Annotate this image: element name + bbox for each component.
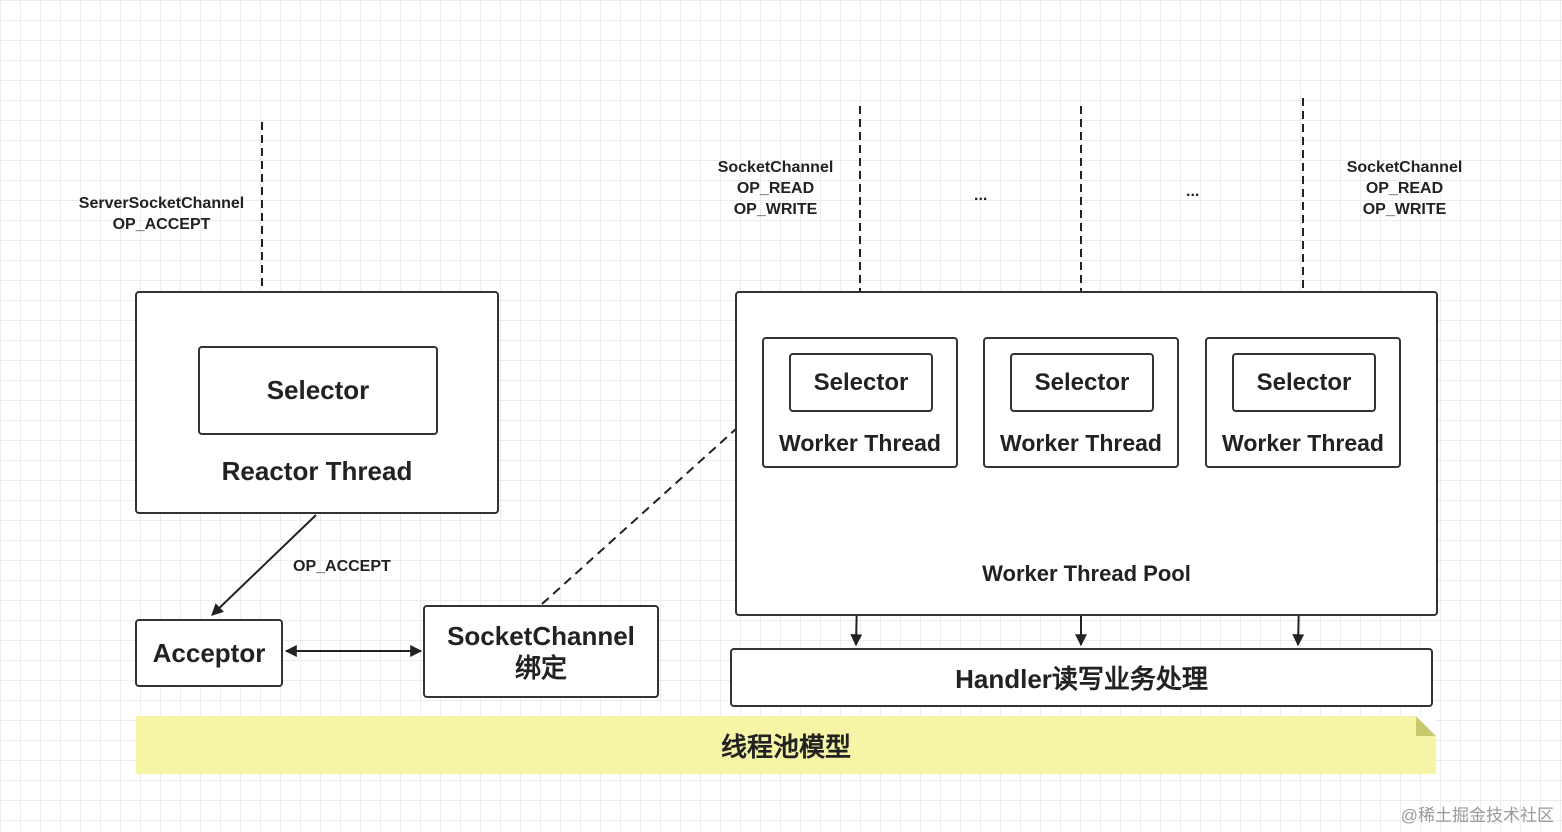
watermark: @稀土掘金技术社区 <box>1400 806 1554 825</box>
server-socket-channel-line: ServerSocketChannel <box>78 195 245 212</box>
bind-label: 绑定 <box>514 652 567 683</box>
socket-channel-label: SocketChannel <box>447 620 635 651</box>
banner-fold-corner <box>1416 716 1436 736</box>
op-accept-line: OP_ACCEPT <box>112 216 211 233</box>
socket-channel-label-right: SocketChannel OP_READ OP_WRITE <box>1332 157 1477 220</box>
banner-title: 线程池模型 <box>720 731 851 762</box>
worker-thread-label: Worker Thread <box>1222 430 1384 456</box>
handler-label: Handler读写业务处理 <box>955 664 1208 694</box>
acceptor-label: Acceptor <box>152 637 266 668</box>
ellipsis-2: ... <box>1186 183 1200 200</box>
reactor-thread-label: Reactor Thread <box>221 456 413 486</box>
ellipsis-1: ... <box>974 187 988 204</box>
acceptor-box: Acceptor <box>135 619 283 687</box>
socket-channel-label-left: SocketChannel OP_READ OP_WRITE <box>703 157 848 220</box>
socket-channel-line: SocketChannel <box>717 159 834 176</box>
socket-channel-box: SocketChannel 绑定 <box>423 605 659 698</box>
op-read-line: OP_READ <box>736 180 815 197</box>
reactor-thread-box: Selector Reactor Thread <box>135 291 499 514</box>
socket-channel-line: SocketChannel <box>1346 159 1463 176</box>
worker-thread-label: Worker Thread <box>779 430 941 456</box>
reactor-selector-label: Selector <box>266 375 370 405</box>
worker-thread-label: Worker Thread <box>1000 430 1162 456</box>
handler-box: Handler读写业务处理 <box>730 648 1433 707</box>
worker-thread-box-2: Selector Worker Thread <box>983 337 1179 468</box>
worker-selector-label: Selector <box>1256 368 1352 396</box>
worker-thread-pool-label: Worker Thread Pool <box>982 561 1191 586</box>
accept-edge-label: OP_ACCEPT <box>293 558 391 575</box>
worker-selector-box-3: Selector <box>1232 353 1376 412</box>
worker-selector-box-2: Selector <box>1010 353 1154 412</box>
reactor-selector-box: Selector <box>198 346 438 435</box>
worker-selector-label: Selector <box>1034 368 1130 396</box>
op-read-line: OP_READ <box>1365 180 1444 197</box>
op-write-line: OP_WRITE <box>1362 201 1447 218</box>
thread-pool-model-banner: 线程池模型 <box>136 716 1436 774</box>
op-write-line: OP_WRITE <box>733 201 818 218</box>
worker-thread-box-1: Selector Worker Thread <box>762 337 958 468</box>
server-socket-channel-label: ServerSocketChannel OP_ACCEPT <box>64 193 259 235</box>
worker-thread-box-3: Selector Worker Thread <box>1205 337 1401 468</box>
worker-selector-label: Selector <box>813 368 909 396</box>
worker-selector-box-1: Selector <box>789 353 933 412</box>
